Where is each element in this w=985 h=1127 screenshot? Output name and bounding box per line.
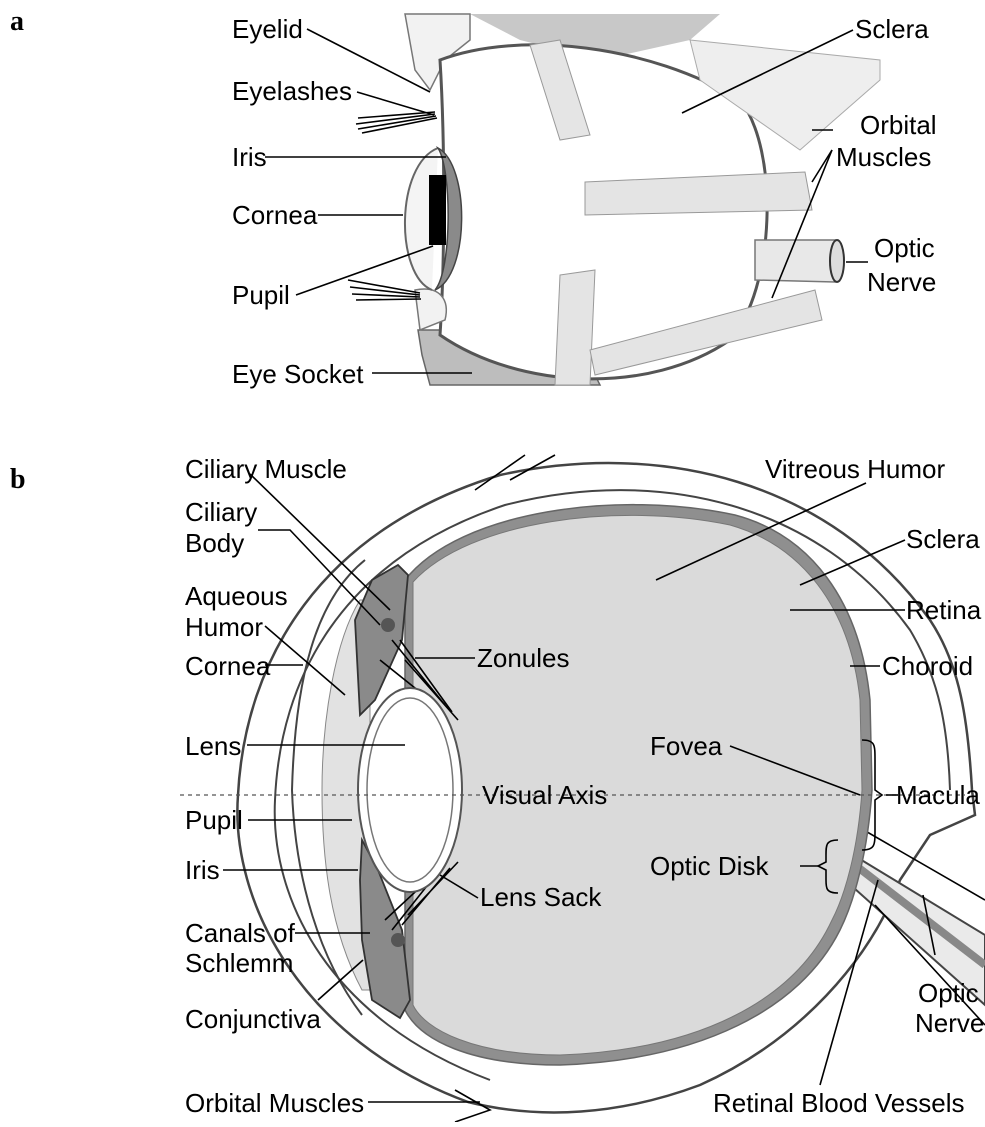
label-lens: Lens xyxy=(185,731,241,761)
label-eye-socket: Eye Socket xyxy=(232,359,364,389)
label-orbital-2: Muscles xyxy=(836,142,931,172)
label-lens-sack: Lens Sack xyxy=(480,882,602,912)
label-ciliary-muscle: Ciliary Muscle xyxy=(185,454,347,484)
label-optic-a-2: Nerve xyxy=(867,267,936,297)
label-pupil-a: Pupil xyxy=(232,280,290,310)
label-eyelashes: Eyelashes xyxy=(232,76,352,106)
label-optic-nerve-b-1: Optic xyxy=(918,978,979,1008)
label-cornea-a: Cornea xyxy=(232,200,318,230)
label-iris-a: Iris xyxy=(232,142,267,172)
label-zonules: Zonules xyxy=(477,643,570,673)
label-cornea-b: Cornea xyxy=(185,651,271,681)
ciliary-muscle-spot-lower xyxy=(391,933,405,947)
label-ciliary-body-1: Ciliary xyxy=(185,497,257,527)
lower-muscle xyxy=(555,270,595,385)
label-optic-nerve-b-2: Nerve xyxy=(915,1008,984,1038)
label-sclera-a: Sclera xyxy=(855,14,929,44)
label-canals-2: Schlemm xyxy=(185,948,293,978)
label-aqueous-2: Humor xyxy=(185,612,263,642)
upper-eyelashes xyxy=(356,112,437,133)
label-eyelid: Eyelid xyxy=(232,14,303,44)
lower-eyelashes xyxy=(348,280,421,300)
label-conjunctiva: Conjunctiva xyxy=(185,1004,321,1034)
lens xyxy=(367,698,453,882)
optic-nerve-a xyxy=(755,240,835,282)
label-orbital-muscles-b: Orbital Muscles xyxy=(185,1088,364,1118)
label-pupil-b: Pupil xyxy=(185,805,243,835)
label-macula: Macula xyxy=(896,780,980,810)
label-optic-a-1: Optic xyxy=(874,233,935,263)
panel-a: a xyxy=(10,6,937,389)
pupil-a xyxy=(429,175,446,245)
label-retina: Retina xyxy=(906,595,982,625)
panel-a-letter: a xyxy=(10,6,24,37)
label-aqueous-1: Aqueous xyxy=(185,581,288,611)
label-visual-axis: Visual Axis xyxy=(482,780,607,810)
label-canals-1: Canals of xyxy=(185,918,296,948)
optic-nerve-end xyxy=(830,240,844,282)
panel-a-illustration xyxy=(348,14,880,385)
label-orbital-1: Orbital xyxy=(860,110,937,140)
panel-b-letter: b xyxy=(10,464,26,495)
label-retinal-vessels: Retinal Blood Vessels xyxy=(713,1088,964,1118)
ciliary-muscle-spot-upper xyxy=(381,618,395,632)
label-fovea: Fovea xyxy=(650,731,723,761)
label-choroid: Choroid xyxy=(882,651,973,681)
label-ciliary-body-2: Body xyxy=(185,528,244,558)
label-vitreous: Vitreous Humor xyxy=(765,454,945,484)
label-sclera-b: Sclera xyxy=(906,524,980,554)
panel-b: b xyxy=(10,454,985,1122)
label-optic-disk: Optic Disk xyxy=(650,851,769,881)
label-iris-b: Iris xyxy=(185,855,220,885)
